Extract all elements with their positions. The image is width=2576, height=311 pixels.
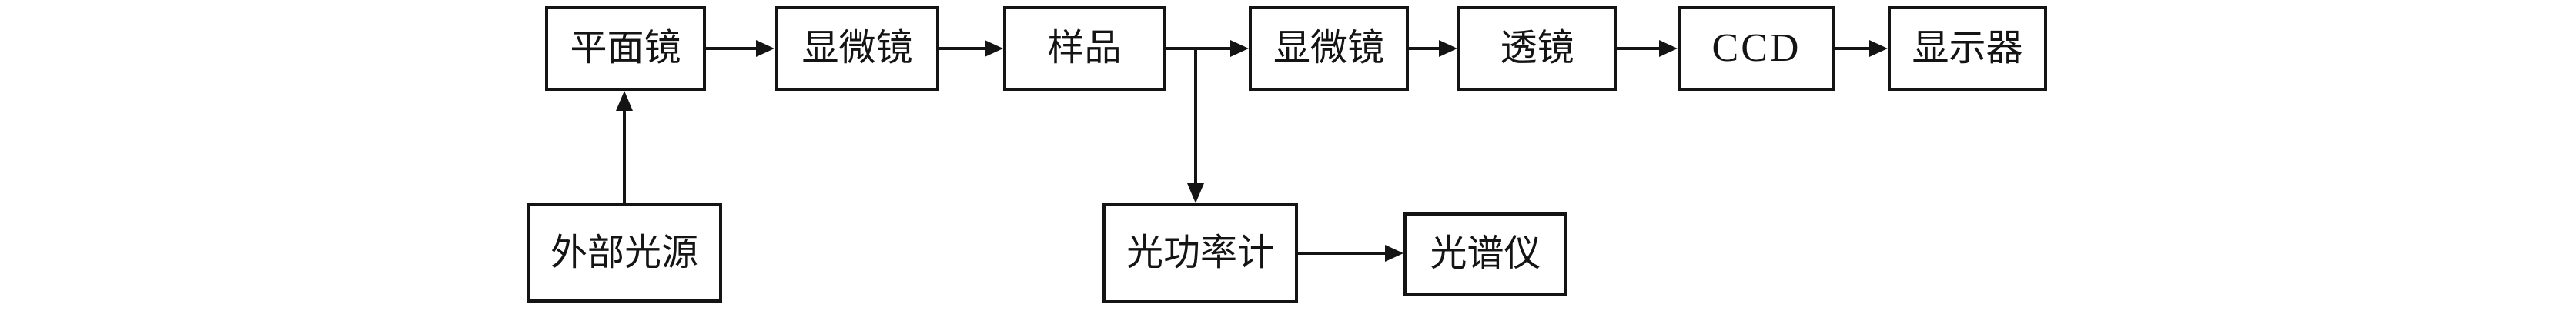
connector-microscope-1-to-sample	[939, 47, 985, 50]
connector-sample-to-optical-power-meter	[1194, 47, 1197, 185]
node-lens-label: 透镜	[1500, 28, 1574, 69]
node-microscope-1: 显微镜	[775, 6, 939, 91]
arrowhead-right-icon	[1869, 40, 1888, 57]
node-display: 显示器	[1888, 6, 2047, 91]
connector-external-light-source-to-plane-mirror	[623, 111, 626, 203]
connector-sample-to-microscope-2	[1166, 47, 1230, 50]
node-microscope-1-label: 显微镜	[801, 28, 913, 69]
node-spectrometer: 光谱仪	[1403, 212, 1567, 296]
connector-microscope-2-to-lens	[1409, 47, 1439, 50]
arrowhead-right-icon	[1230, 40, 1249, 57]
node-display-label: 显示器	[1912, 28, 2023, 69]
connector-plane-mirror-to-microscope-1	[706, 47, 756, 50]
node-optical-power-meter-label: 光功率计	[1126, 232, 1274, 273]
connector-lens-to-ccd	[1617, 47, 1659, 50]
node-ccd-label: CCD	[1711, 26, 1802, 70]
node-sample: 样品	[1003, 6, 1166, 91]
node-external-light-source-label: 外部光源	[550, 232, 698, 273]
arrowhead-right-icon	[1439, 40, 1457, 57]
node-external-light-source: 外部光源	[527, 203, 722, 303]
node-ccd: CCD	[1678, 6, 1835, 91]
node-optical-power-meter: 光功率计	[1102, 203, 1298, 303]
node-microscope-2: 显微镜	[1249, 6, 1409, 91]
node-lens: 透镜	[1457, 6, 1617, 91]
node-spectrometer-label: 光谱仪	[1430, 233, 1541, 274]
node-plane-mirror: 平面镜	[545, 6, 706, 91]
arrowhead-right-icon	[985, 40, 1003, 57]
arrowhead-right-icon	[1659, 40, 1678, 57]
node-sample-label: 样品	[1047, 28, 1122, 69]
arrowhead-up-icon	[616, 91, 633, 111]
connector-ccd-to-display	[1835, 47, 1869, 50]
arrowhead-right-icon	[1385, 245, 1403, 262]
connector-optical-power-meter-to-spectrometer	[1298, 252, 1385, 255]
arrowhead-right-icon	[756, 40, 774, 57]
node-plane-mirror-label: 平面镜	[570, 28, 681, 69]
node-microscope-2-label: 显微镜	[1273, 28, 1384, 69]
arrowhead-down-icon	[1187, 183, 1204, 203]
